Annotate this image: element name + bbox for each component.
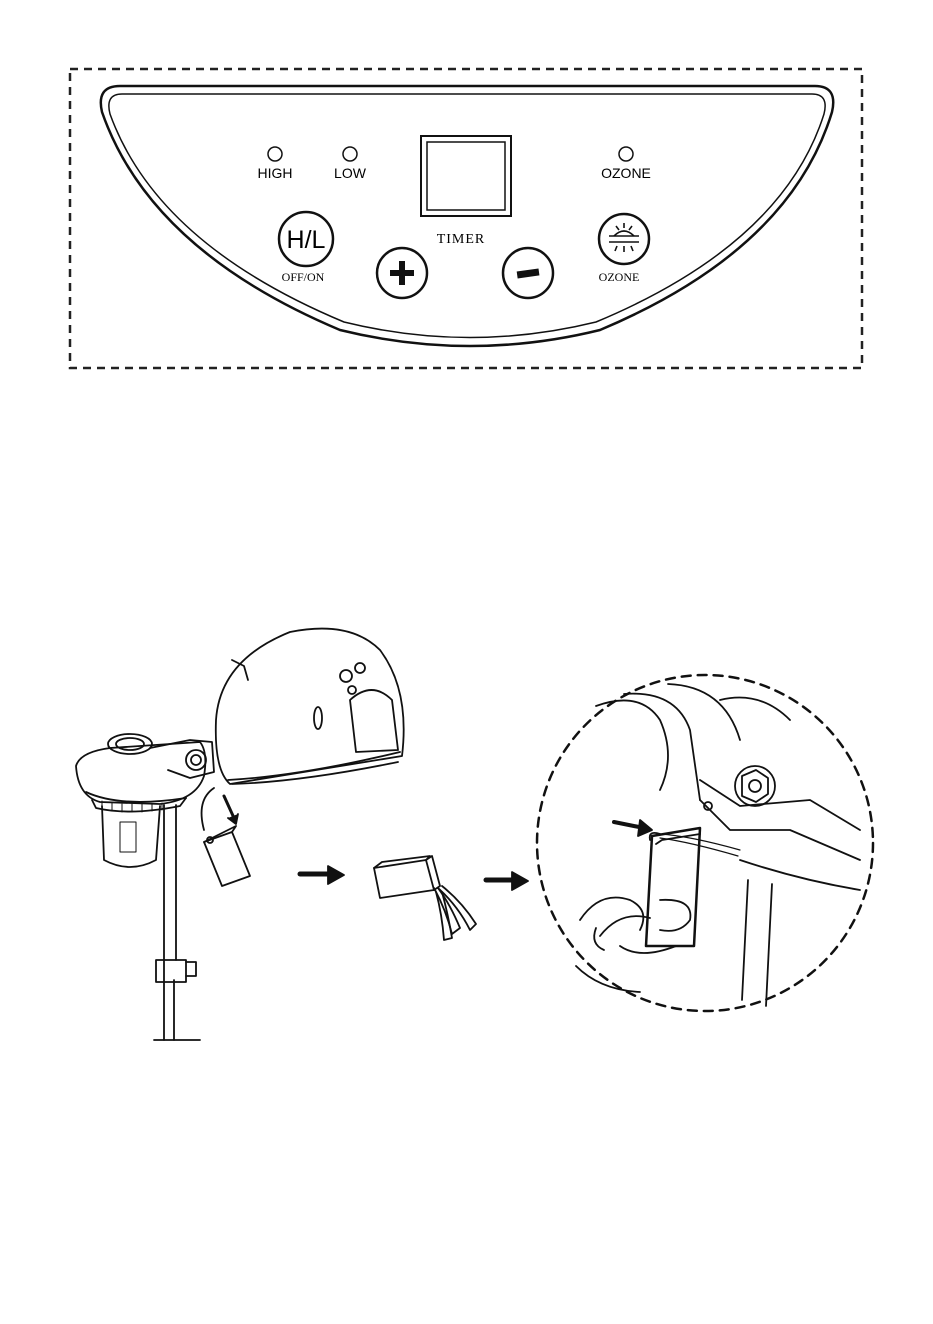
installation-illustration [0, 600, 933, 1060]
low-label: LOW [334, 165, 367, 181]
steamer-unit [76, 629, 404, 1040]
ozone-button[interactable] [599, 214, 649, 264]
power-button-caption: OFF/ON [282, 270, 325, 284]
high-label: HIGH [258, 165, 293, 181]
ozone-indicator-label: OZONE [601, 165, 651, 181]
power-mode-button-text: H/L [287, 226, 326, 254]
insert-cartridge-closeup [537, 675, 873, 1011]
cartridge-with-tabs [374, 856, 476, 940]
timer-label: TIMER [437, 232, 486, 247]
detached-cartridge [204, 826, 250, 886]
minus-button[interactable] [503, 248, 553, 298]
arrow-right-icon [300, 866, 344, 884]
plus-icon-v [399, 261, 405, 285]
ozone-button-caption: OZONE [599, 270, 640, 284]
timer-display-outer [421, 136, 511, 216]
arrow-right-icon-2 [486, 872, 528, 890]
timer-display-inner [427, 142, 505, 210]
dashed-frame [70, 69, 862, 368]
plus-button[interactable] [377, 248, 427, 298]
high-indicator-led [268, 147, 282, 161]
control-panel-diagram: HIGH LOW OZONE TIMER H/L OFF/ON [0, 0, 933, 420]
ozone-indicator-led [619, 147, 633, 161]
power-mode-button[interactable]: H/L [279, 212, 333, 266]
low-indicator-led [343, 147, 357, 161]
